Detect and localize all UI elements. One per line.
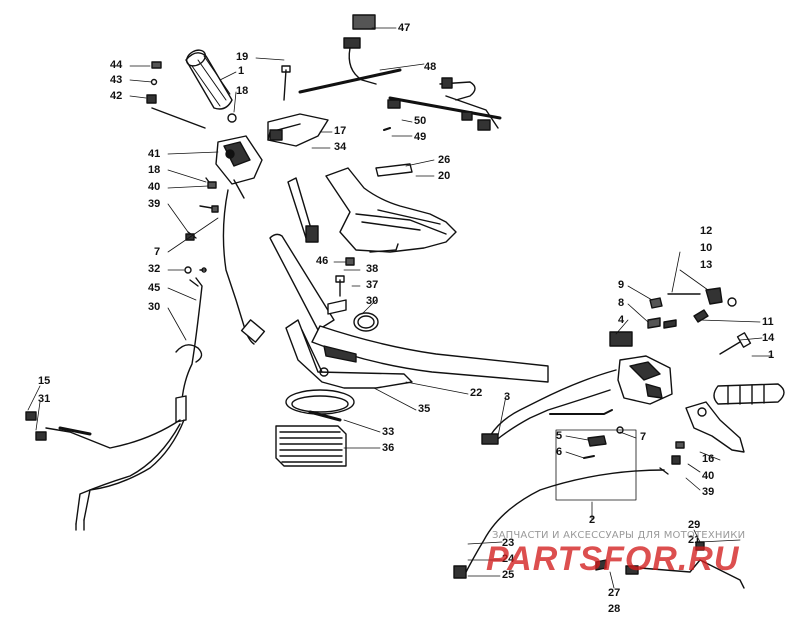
watermark-logo: PARTSFOR.RU bbox=[486, 540, 740, 578]
callout-5: 5 bbox=[556, 430, 563, 442]
left-clamp-assembly bbox=[227, 65, 329, 147]
leader-lines bbox=[27, 27, 773, 589]
callout-11: 11 bbox=[762, 316, 774, 328]
callout-21: 21 bbox=[688, 534, 701, 546]
callout-39-left: 39 bbox=[148, 198, 161, 210]
right-small-hardware bbox=[647, 297, 677, 329]
callout-25: 25 bbox=[502, 569, 515, 581]
callout-3: 3 bbox=[504, 391, 511, 403]
callout-37: 37 bbox=[366, 279, 379, 291]
wiring-harness-part bbox=[298, 14, 502, 131]
callout-15: 15 bbox=[38, 375, 51, 387]
callout-10: 10 bbox=[700, 242, 713, 254]
cable-end-hardware bbox=[595, 541, 745, 589]
callout-24: 24 bbox=[502, 553, 515, 565]
left-small-hardware bbox=[146, 61, 206, 129]
screw-46 bbox=[345, 257, 355, 266]
left-cable-assembly bbox=[25, 189, 266, 531]
right-lower-hardware bbox=[583, 426, 624, 459]
callout-7-left: 7 bbox=[154, 246, 161, 258]
watermark-caption: ЗАПЧАСТИ И АКСЕССУАРЫ ДЛЯ МОТОТЕХНИКИ bbox=[492, 530, 746, 541]
right-grip-part bbox=[713, 383, 785, 405]
handlebar-clamp-hardware bbox=[327, 275, 379, 332]
callout-36: 36 bbox=[382, 442, 395, 454]
callout-27: 27 bbox=[608, 587, 621, 599]
callout-1-right: 1 bbox=[768, 349, 775, 361]
callout-30-left: 30 bbox=[148, 301, 161, 313]
callout-45: 45 bbox=[148, 282, 161, 294]
callout-33: 33 bbox=[382, 426, 395, 438]
right-lever-pivot-hardware bbox=[667, 287, 737, 323]
callout-23: 23 bbox=[502, 537, 515, 549]
left-grip-part bbox=[185, 49, 233, 110]
handlebar-pad-part bbox=[325, 163, 457, 253]
callout-22: 22 bbox=[470, 387, 483, 399]
callout-31: 31 bbox=[38, 393, 51, 405]
callout-18-top: 18 bbox=[236, 85, 249, 97]
callout-28: 28 bbox=[608, 603, 621, 615]
callout-47: 47 bbox=[398, 22, 411, 34]
callout-34: 34 bbox=[334, 141, 347, 153]
callout-39-right: 39 bbox=[702, 486, 715, 498]
handlebar-tube bbox=[269, 233, 549, 389]
callout-9: 9 bbox=[618, 279, 625, 291]
callout-41: 41 bbox=[148, 148, 161, 160]
right-wiring-part bbox=[481, 369, 617, 445]
switch-bracket-part bbox=[287, 177, 319, 243]
callout-18-left: 18 bbox=[148, 164, 161, 176]
callout-1-left: 1 bbox=[238, 65, 245, 77]
callout-42: 42 bbox=[110, 90, 123, 102]
callout-30-center: 30 bbox=[366, 295, 379, 307]
callout-29: 29 bbox=[688, 519, 701, 531]
throttle-cable-part bbox=[453, 429, 669, 579]
callout-40-right: 40 bbox=[702, 470, 715, 482]
callout-43: 43 bbox=[110, 74, 123, 86]
callout-50: 50 bbox=[414, 115, 427, 127]
callout-40-left: 40 bbox=[148, 181, 161, 193]
callout-26: 26 bbox=[438, 154, 451, 166]
callout-48: 48 bbox=[424, 61, 437, 73]
callout-38: 38 bbox=[366, 263, 379, 275]
callout-8: 8 bbox=[618, 297, 625, 309]
callout-32: 32 bbox=[148, 263, 161, 275]
callout-20: 20 bbox=[438, 170, 451, 182]
callout-12: 12 bbox=[700, 225, 713, 237]
callout-44: 44 bbox=[110, 59, 123, 71]
callout-6: 6 bbox=[556, 446, 563, 458]
clamp-band-part bbox=[285, 389, 355, 422]
brake-lever-part bbox=[671, 401, 745, 465]
callout-17: 17 bbox=[334, 125, 347, 137]
callout-14: 14 bbox=[762, 332, 775, 344]
callout-2: 2 bbox=[589, 514, 596, 526]
callout-35: 35 bbox=[418, 403, 431, 415]
callout-19: 19 bbox=[236, 51, 249, 63]
callout-4: 4 bbox=[618, 314, 625, 326]
rubber-pad-part bbox=[275, 425, 347, 467]
callout-49: 49 bbox=[414, 131, 427, 143]
callout-46: 46 bbox=[316, 255, 329, 267]
callout-16: 16 bbox=[702, 453, 715, 465]
callout-7-right: 7 bbox=[640, 431, 647, 443]
callout-13: 13 bbox=[700, 259, 713, 271]
